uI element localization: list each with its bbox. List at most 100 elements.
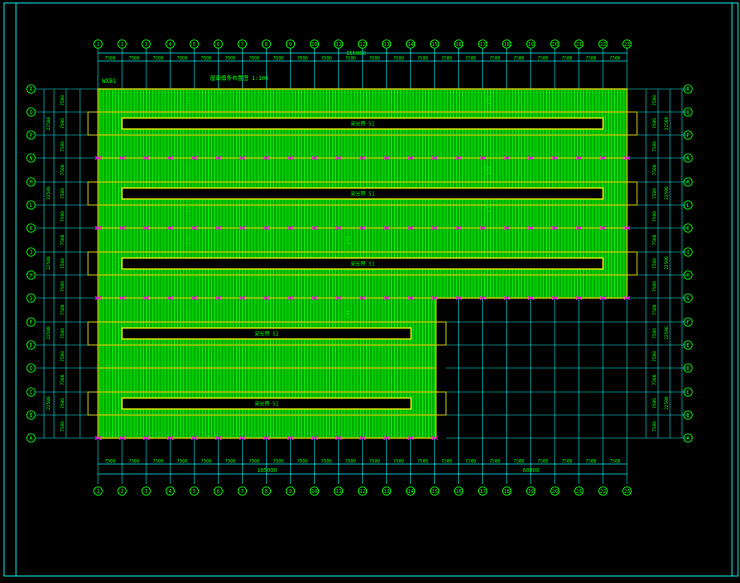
dim-text-group-left: 22500	[46, 116, 52, 130]
gutter-right-2	[626, 181, 638, 206]
grid-bubble-right	[683, 317, 693, 327]
grid-bubble-label: K	[686, 226, 689, 232]
dim-text-row-left: 7500	[60, 374, 66, 385]
dim-text-row-right: 7500	[652, 421, 658, 432]
grid-bubble-top	[598, 39, 608, 49]
grid-bubble-label: 22	[600, 489, 606, 495]
grid-bubble-top	[622, 39, 632, 49]
grid-bubble-label: G	[29, 296, 32, 302]
dim-text-row-left: 7500	[60, 188, 66, 199]
grid-bubble-label: 6	[217, 489, 220, 495]
grid-bubble-bottom	[454, 486, 464, 496]
grid-bubble-top	[117, 39, 127, 49]
dim-text-bottom: 7500	[321, 459, 332, 465]
bracing-marker	[263, 296, 270, 300]
grid-bubble-label: 3	[145, 42, 148, 48]
dim-text-row-left: 7500	[60, 328, 66, 339]
grid-bubble-label: 9	[289, 42, 292, 48]
skylight-label: 采光带 S1	[254, 401, 278, 408]
grid-bubble-label: 4	[169, 42, 172, 48]
grid-bubble-label: J	[686, 250, 689, 256]
bracing-marker	[551, 296, 559, 300]
grid-bubble-label: 12	[359, 42, 365, 48]
bracing-marker	[599, 226, 607, 230]
dim-text-row-right: 7500	[652, 351, 658, 362]
bracing-marker	[190, 296, 198, 300]
dim-text-top: 7500	[369, 56, 380, 62]
dim-text-top: 7500	[345, 56, 356, 62]
grid-bubble-label: 22	[600, 42, 606, 48]
bracing-marker	[335, 156, 342, 160]
bracing-marker	[287, 156, 294, 160]
grid-bubble-label: M	[686, 180, 689, 186]
grid-bubble-bottom	[117, 486, 127, 496]
bracing-marker	[455, 296, 462, 300]
grid-bubble-label: 21	[576, 42, 582, 48]
annotation-top: 屋面檩条布置图 1:100	[210, 74, 268, 82]
bracing-marker	[407, 156, 414, 160]
dim-text-bottom: 7500	[345, 459, 356, 465]
bracing-marker	[383, 296, 390, 300]
grid-bubble-label: 19	[528, 489, 534, 495]
dim-text-group-right: 22500	[664, 326, 670, 340]
grid-bubble-right	[683, 270, 693, 280]
bracing-marker	[575, 296, 583, 300]
grid-bubble-top	[381, 39, 392, 49]
grid-bubble-label: 3	[145, 489, 148, 495]
dim-text-bottom: 7500	[105, 459, 116, 465]
grid-bubble-right	[683, 223, 693, 233]
grid-bubble-bottom	[598, 486, 608, 496]
dim-text-bottom: 7500	[513, 459, 524, 465]
grid-bubble-bottom	[429, 486, 440, 496]
grid-bubble-label: B	[686, 413, 689, 419]
dim-text-bottom: 7500	[369, 459, 380, 465]
bracing-marker	[263, 156, 270, 160]
bracing-marker	[335, 226, 342, 230]
grid-bubble-bottom	[357, 486, 368, 496]
dim-text-top: 7500	[105, 56, 116, 62]
grid-bubble-label: L	[29, 203, 32, 209]
grid-bubble-label: 2	[121, 42, 124, 48]
dim-text-bottom: 7500	[561, 459, 572, 465]
bracing-marker	[455, 156, 462, 160]
bracing-marker	[551, 156, 559, 160]
grid-bubble-label: F	[29, 320, 32, 326]
dim-text-row-right: 7500	[652, 328, 658, 339]
bracing-marker	[142, 156, 150, 160]
grid-bubble-label: 1	[96, 489, 99, 495]
skylight-band-1	[121, 117, 604, 130]
dim-text-top: 7500	[441, 56, 452, 62]
dim-text-top: 7500	[586, 56, 597, 62]
overall-dim-bottom-left: 105000	[257, 468, 277, 474]
grid-bubble-label: A	[29, 436, 32, 442]
dim-text-row-right: 7500	[652, 304, 658, 315]
grid-bubble-bottom	[285, 486, 296, 496]
dim-text-group-right: 22500	[664, 186, 670, 200]
grid-bubble-top	[502, 39, 512, 49]
dim-text-group-right: 22500	[664, 116, 670, 130]
grid-bubble-right	[683, 293, 693, 303]
dim-text-top: 7500	[321, 56, 332, 62]
grid-bubble-label: H	[29, 273, 32, 279]
dim-text-top: 7500	[489, 56, 500, 62]
bracing-marker	[166, 156, 174, 160]
bracing-marker	[407, 296, 414, 300]
grid-bubble-label: 14	[408, 489, 414, 495]
dim-text-row-left: 7500	[60, 118, 66, 129]
bracing-marker	[118, 226, 126, 230]
bracing-marker	[527, 156, 535, 160]
grid-bubble-top	[213, 39, 223, 49]
grid-bubble-label: 13	[384, 42, 390, 48]
purlin-label: LT1	[486, 166, 492, 174]
grid-bubble-label: 23	[624, 489, 630, 495]
dim-text-top: 7500	[393, 56, 404, 62]
grid-bubble-left	[26, 177, 36, 187]
purlin-label: LT1	[486, 96, 492, 104]
grid-bubble-label: R	[29, 87, 33, 93]
bracing-marker	[623, 296, 631, 300]
grid-bubble-left	[26, 317, 36, 327]
bracing-marker	[287, 226, 294, 230]
